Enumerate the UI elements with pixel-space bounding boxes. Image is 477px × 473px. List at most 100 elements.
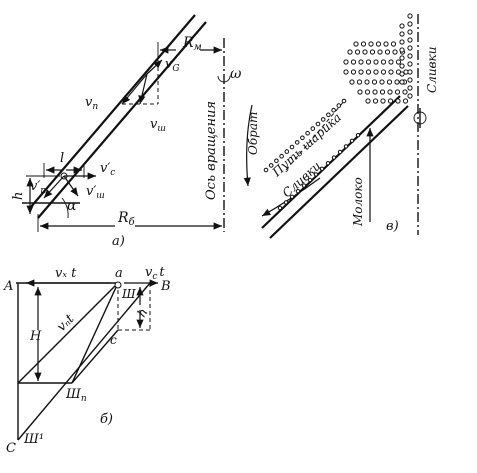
ball [372, 98, 379, 104]
ball [407, 85, 413, 91]
ball [399, 55, 405, 61]
alpha-label: α [67, 198, 77, 214]
plate-upper-line [29, 14, 196, 209]
ball [350, 59, 357, 65]
ball [343, 69, 349, 75]
ball [319, 166, 325, 172]
ball [407, 21, 413, 27]
ball [364, 79, 370, 85]
ball [357, 89, 363, 95]
ball [402, 98, 409, 104]
ball [377, 49, 383, 55]
h-label: h [11, 192, 26, 200]
ball [331, 107, 336, 113]
ball [283, 200, 289, 205]
ball [387, 98, 394, 104]
ball [372, 89, 378, 95]
ball [347, 49, 353, 55]
ball [305, 130, 310, 136]
ball [384, 49, 391, 55]
ball [399, 39, 405, 45]
ball [399, 79, 405, 85]
ball [399, 31, 405, 37]
panel-v-caption: в) [386, 219, 399, 234]
ball [263, 167, 269, 173]
ball [277, 205, 283, 211]
rotation-axis-label: Ось вращения [204, 101, 219, 200]
ball [379, 79, 385, 85]
vg-arrow [146, 59, 163, 75]
omega-label: ω [230, 66, 242, 82]
ball [341, 98, 347, 104]
ball [394, 89, 401, 95]
ball [364, 89, 371, 95]
ball [354, 49, 361, 55]
ball [320, 117, 326, 122]
ball [336, 103, 342, 108]
plate-v-upper [261, 95, 401, 229]
ball [388, 59, 394, 65]
ball [407, 37, 413, 43]
ball [301, 183, 307, 188]
ball [407, 53, 413, 59]
a-label: a [115, 266, 123, 281]
ball [337, 149, 343, 155]
ball [392, 49, 398, 55]
ball [407, 13, 413, 19]
vn-prime-arrow [43, 175, 65, 199]
ball [399, 63, 405, 69]
ball [355, 133, 361, 138]
rb-label: Rб [117, 210, 136, 228]
ball [365, 69, 372, 75]
ball [350, 69, 357, 75]
rm-label: Rм [182, 35, 202, 53]
ball [399, 23, 405, 29]
l-label: l [60, 151, 64, 166]
wall-v-rotation [413, 111, 427, 125]
ball [373, 69, 379, 75]
ball [289, 194, 295, 200]
c-diagonal [71, 329, 119, 384]
ball [362, 49, 368, 55]
ball [358, 69, 364, 75]
vn-arrow [121, 73, 148, 105]
vxt-label: vₓ t [55, 266, 77, 281]
ball [407, 93, 413, 99]
shn-label: Шп [65, 387, 87, 404]
ball [343, 59, 349, 65]
ball [279, 153, 284, 159]
ball [394, 79, 400, 85]
balls-group [263, 13, 413, 211]
plate-lower-line [37, 21, 207, 219]
ball [365, 98, 371, 104]
vsh-arrow [138, 73, 148, 105]
ball [295, 189, 301, 194]
ball [407, 61, 413, 67]
ball [331, 155, 337, 160]
ball [386, 79, 393, 85]
ball [388, 69, 394, 75]
ball [315, 121, 321, 127]
ball [399, 47, 405, 53]
ball [375, 41, 382, 47]
skim-flow-arrow [243, 104, 253, 187]
vnt-diagonal [17, 282, 119, 384]
long-diagonal [17, 282, 151, 441]
ball [371, 79, 378, 85]
ball [294, 140, 300, 145]
ball [349, 79, 355, 85]
ball [358, 59, 364, 65]
ball [289, 144, 295, 150]
ball [284, 149, 290, 154]
ball [373, 59, 379, 65]
ball [307, 177, 313, 183]
ball [325, 161, 331, 166]
ball [395, 98, 401, 104]
omega-rotation-arc [217, 75, 231, 83]
ball [407, 45, 413, 51]
cream-flow-arrow [261, 177, 321, 217]
ball [380, 59, 387, 65]
ball [300, 135, 305, 141]
